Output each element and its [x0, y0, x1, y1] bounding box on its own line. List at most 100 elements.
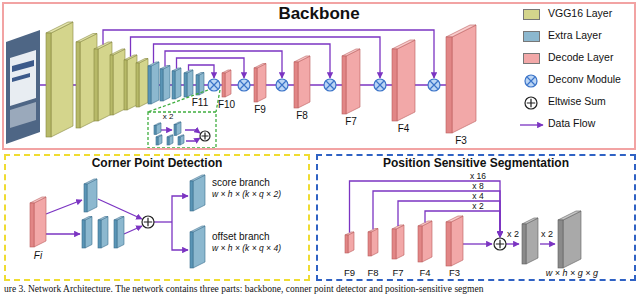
input-image — [6, 30, 40, 144]
extra-layer-side — [187, 70, 193, 97]
inset-layer-top — [178, 135, 184, 137]
decode-layer-front — [294, 62, 298, 108]
vgg16-layer-side — [98, 42, 112, 121]
score-map — [558, 211, 581, 268]
legend-data-flow — [520, 124, 543, 125]
conv-layer-side — [85, 217, 92, 249]
conv-layer-front — [114, 220, 117, 248]
extra-layer — [148, 62, 159, 104]
layer-name: F8 — [367, 268, 378, 278]
decode-layer — [254, 64, 266, 103]
decode-layer-top — [342, 49, 360, 56]
inset-layer-front — [178, 137, 180, 145]
decode-layer-front — [368, 232, 371, 256]
sum-plus — [144, 218, 152, 226]
vgg16-layer-side — [127, 55, 137, 110]
inset-layer — [174, 122, 181, 136]
eltwise-sum-symbol — [525, 97, 537, 109]
score-map — [522, 218, 538, 264]
upsample-connection — [373, 191, 500, 237]
inset-layer-front — [167, 137, 169, 145]
extra-layer — [184, 70, 193, 97]
deconv-circle — [324, 79, 336, 91]
layer-name: F9 — [254, 104, 266, 115]
conv-layer-front — [82, 220, 85, 248]
decode-layer — [446, 216, 463, 266]
deconv-module-symbol — [208, 79, 220, 91]
decode-layer — [368, 229, 378, 257]
extra-layer — [160, 66, 170, 102]
skip-connection — [165, 51, 282, 78]
inset-layer-front — [156, 137, 158, 145]
sum-plus — [496, 240, 504, 248]
decode-layer — [418, 221, 432, 262]
legend-text: VGG16 Layer — [548, 8, 612, 20]
vgg16-layer-side — [139, 59, 148, 108]
deconv-module-symbol — [324, 79, 336, 91]
input-image-detail — [12, 73, 30, 82]
extra-layer-front — [172, 71, 175, 99]
decode-layer — [446, 25, 476, 133]
data-flow-line — [98, 199, 142, 219]
decode-layer-top — [392, 40, 415, 49]
deconv-circle — [208, 79, 220, 91]
sum-circle — [494, 238, 506, 250]
deconv-circle — [238, 79, 250, 91]
extra-layer-side — [151, 62, 159, 104]
upsample-connection — [350, 181, 501, 237]
inset-layer-front — [154, 126, 156, 135]
vgg16-layer — [110, 49, 125, 115]
conv-layer — [84, 179, 97, 212]
inset-layer — [154, 123, 161, 135]
vgg16-layer-front — [124, 60, 127, 110]
input-image-sign — [10, 50, 36, 106]
upsample-connection — [425, 211, 500, 237]
inset-flow — [185, 130, 200, 133]
decode-layer-front — [446, 222, 451, 266]
panel: Corner Point Detection — [4, 154, 310, 281]
layer-name: F4 — [398, 123, 410, 134]
deconv-module-inset — [148, 112, 216, 148]
inset-leader — [148, 90, 208, 112]
decode-layer-top — [446, 25, 476, 37]
figure-caption: ure 3. Network Architecture. The network… — [4, 284, 483, 294]
decode-layer-front — [342, 56, 346, 114]
extra-layer-top — [196, 73, 204, 76]
decode-layer-front — [418, 226, 422, 262]
vgg16-layer — [136, 59, 148, 108]
extra-layer-side — [175, 68, 181, 99]
data-flow-line — [540, 243, 555, 244]
inset-layer-top — [154, 123, 161, 126]
legend-text: Eltwise Sum — [548, 96, 606, 108]
decode-layer-side — [348, 232, 354, 253]
decode-layer-top — [254, 64, 266, 69]
score-layer-top — [190, 175, 205, 181]
deconv-module-symbol — [276, 79, 288, 91]
conv-layer-front — [84, 184, 87, 212]
inset-layer-top — [167, 135, 173, 137]
eltwise-sum-symbol — [200, 131, 210, 141]
vgg16-layer-front — [136, 63, 139, 107]
legend-swatch — [523, 9, 540, 20]
score-map-front — [522, 224, 526, 264]
decode-layer-front — [222, 73, 225, 97]
panel-title: Position Sensitive Segmentation — [318, 156, 634, 170]
eltwise-sum-symbol — [142, 216, 154, 228]
inset-flow — [186, 138, 200, 141]
upsample-factor: x 2 — [163, 113, 174, 122]
vgg16-layer-front — [94, 49, 98, 121]
sum-circle — [142, 216, 154, 228]
extra-layer-front — [148, 66, 151, 104]
decode-layer-side — [225, 70, 231, 97]
input-image-detail — [12, 60, 34, 72]
conv-layer-side — [101, 217, 108, 249]
vgg16-layer-top — [110, 49, 125, 55]
data-flow-line — [46, 233, 80, 234]
offset-layer-front — [190, 232, 193, 268]
feature-layer-front — [30, 203, 34, 247]
inset-layer — [156, 135, 162, 145]
inset-layer — [167, 135, 173, 145]
eltwise-sum-symbol — [494, 238, 506, 250]
extra-layer-front — [184, 73, 187, 97]
vgg16-layer — [94, 42, 112, 121]
